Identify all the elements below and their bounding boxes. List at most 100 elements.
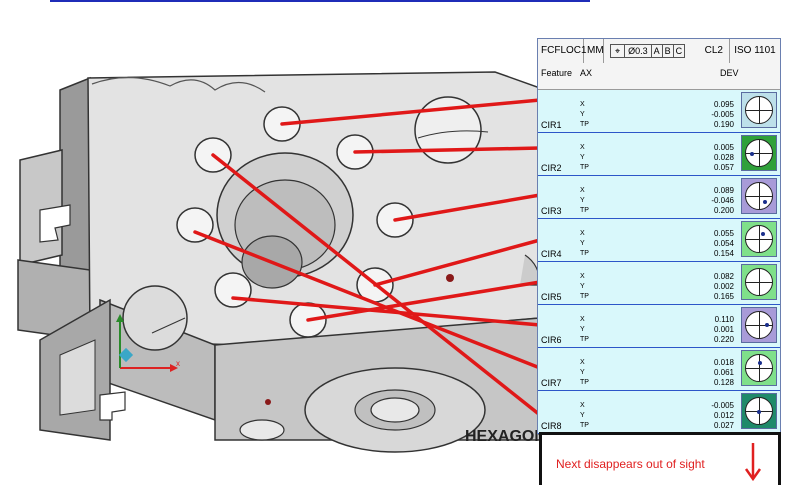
axis-labels: X Y TP [580,186,589,216]
dev-x: 0.005 [713,143,734,152]
axis-labels: X Y TP [580,272,589,302]
axis-tp: TP [580,207,589,214]
tp-plot-icon[interactable] [741,307,777,343]
dev-x: 0.089 [713,186,734,195]
axis-y: Y [580,326,585,333]
axis-tp: TP [580,379,589,386]
tp-plot-icon[interactable] [741,393,777,429]
deviation-dot [750,151,755,156]
deviation-dot [762,199,767,204]
feature-row[interactable]: CIR5 X Y TP 0.082 0.002 0.165 [538,262,780,305]
axis-y: Y [580,283,585,290]
dev-tp: 0.128 [713,378,734,387]
dev-tp: 0.154 [713,249,734,258]
leader-lines [193,98,542,417]
units-label: MM [584,39,604,63]
feature-name: CIR1 [541,120,562,130]
feature-name: CIR7 [541,378,562,388]
note-text: Next disappears out of sight [556,457,705,471]
watermark-logo: HEXAGON [465,428,546,445]
axis-labels: X Y TP [580,401,589,431]
axis-x: X [580,316,585,323]
note-box: Next disappears out of sight [539,432,781,485]
feature-row[interactable]: CIR3 X Y TP 0.089 -0.046 0.200 [538,176,780,219]
deviation-values: 0.089 -0.046 0.200 [711,186,734,216]
axis-x: X [580,187,585,194]
axis-y: Y [580,412,585,419]
dev-y: 0.028 [713,153,734,162]
axis-tp: TP [580,293,589,300]
axis-x: X [580,101,585,108]
part-model [17,71,541,453]
tolerance-value: Ø0.3 [625,45,652,57]
fcf-name: FCFLOC1 [538,39,587,63]
tp-plot-icon[interactable] [741,264,777,300]
dev-tp: 0.190 [713,120,734,129]
dev-tp: 0.165 [713,292,734,301]
dev-y: -0.005 [711,110,734,119]
axis-labels: X Y TP [580,143,589,173]
feature-control-frame: ⌖ Ø0.3 A B C CL2 [604,39,730,63]
dev-x: 0.082 [713,272,734,281]
feature-name: CIR2 [541,163,562,173]
position-icon: ⌖ [611,45,626,57]
dev-tp: 0.220 [713,335,734,344]
axis-tp: TP [580,164,589,171]
tp-plot-icon[interactable] [741,221,777,257]
tp-plot-icon[interactable] [741,135,777,171]
dev-x: 0.018 [713,358,734,367]
dev-y: 0.054 [713,239,734,248]
svg-text:x: x [176,359,180,368]
feature-name: CIR5 [541,292,562,302]
fcf-header: FCFLOC1 MM ⌖ Ø0.3 A B C CL2 ISO 1101 [538,39,780,64]
feature-name: CIR6 [541,335,562,345]
dev-x: 0.095 [713,100,734,109]
axis-tp: TP [580,250,589,257]
axis-triad-icon: x [116,314,180,372]
axis-labels: X Y TP [580,358,589,388]
axis-x: X [580,230,585,237]
deviation-dot [756,409,761,414]
datum-a: A [652,45,663,57]
deviation-values: 0.082 0.002 0.165 [714,272,734,302]
dev-y: 0.001 [713,325,734,334]
arrow-down-icon [744,443,762,482]
col-dev: DEV [720,68,739,78]
deviation-dot [764,322,769,327]
deviation-values: 0.110 0.001 0.220 [714,315,734,345]
datum-c: C [675,46,683,56]
dev-y: -0.046 [711,196,734,205]
feature-row[interactable]: CIR8 X Y TP -0.005 0.012 0.027 [538,391,780,434]
tp-plot-icon[interactable] [741,350,777,386]
dev-y: 0.061 [713,368,734,377]
feature-row[interactable]: CIR2 X Y TP 0.005 0.028 0.057 [538,133,780,176]
feature-name: CIR8 [541,421,562,431]
axis-x: X [580,273,585,280]
deviation-dot [757,360,762,365]
dev-x: 0.055 [713,229,734,238]
dev-x: -0.005 [711,401,734,410]
axis-y: Y [580,369,585,376]
feature-row[interactable]: CIR7 X Y TP 0.018 0.061 0.128 [538,348,780,391]
feature-row[interactable]: CIR4 X Y TP 0.055 0.054 0.154 [538,219,780,262]
axis-labels: X Y TP [580,229,589,259]
dev-x: 0.110 [714,315,734,324]
col-feature: Feature [541,68,573,78]
standard-label: ISO 1101 [734,45,776,56]
axis-y: Y [580,111,585,118]
axis-x: X [580,402,585,409]
tp-plot-icon[interactable] [741,92,777,128]
tp-plot-icon[interactable] [741,178,777,214]
axis-tp: TP [580,336,589,343]
dev-y: 0.002 [713,282,734,291]
datum-b: B [663,45,674,57]
feature-name: CIR3 [541,206,562,216]
feature-row[interactable]: CIR6 X Y TP 0.110 0.001 0.220 [538,305,780,348]
axis-x: X [580,144,585,151]
deviation-dot [761,232,765,236]
deviation-values: 0.055 0.054 0.154 [714,229,734,259]
deviation-values: -0.005 0.012 0.027 [711,401,734,431]
feature-row[interactable]: CIR1 X Y TP 0.095 -0.005 0.190 [538,90,780,133]
axis-x: X [580,359,585,366]
